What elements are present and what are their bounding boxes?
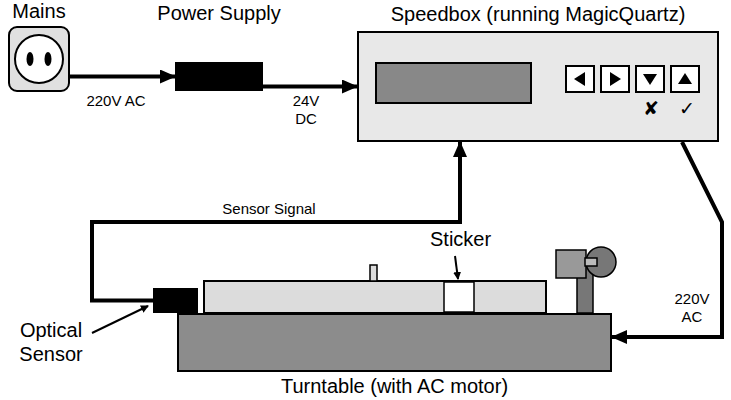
power-supply: Power Supply	[175, 62, 263, 91]
node-label: Mains	[12, 0, 65, 23]
part-label: Sticker	[430, 228, 491, 251]
button	[671, 66, 699, 92]
leader-line	[455, 256, 458, 279]
tonearm-pivot	[585, 258, 597, 266]
wire-label: Sensor Signal	[212, 200, 326, 218]
wire	[92, 142, 460, 301]
confirm-mark: ✓	[679, 97, 695, 119]
button-arrow	[643, 74, 657, 85]
button	[601, 66, 629, 92]
counterweight	[586, 247, 616, 277]
button-arrow	[678, 73, 692, 84]
mains-socket: Mains	[8, 26, 70, 92]
socket-face	[15, 35, 63, 83]
speedbox-panel	[359, 33, 717, 140]
button-arrow	[574, 72, 585, 86]
wire-label: 24V DC	[278, 92, 334, 128]
wire	[70, 75, 175, 79]
socket-pin	[27, 52, 34, 66]
tonearm-head	[556, 250, 586, 278]
socket-pin	[45, 52, 52, 66]
leader-line	[92, 306, 148, 333]
node-label: Turntable (with AC motor)	[281, 375, 508, 398]
button	[636, 66, 664, 92]
platter	[204, 281, 546, 313]
optical-sensor: Optical Sensor	[153, 288, 198, 313]
cancel-mark: ✘	[643, 97, 659, 119]
sticker-patch	[444, 282, 474, 312]
speedbox: Speedbox (running MagicQuartz)	[357, 31, 719, 142]
button	[566, 66, 594, 92]
wire-label: 220V AC	[84, 92, 148, 110]
socket-plate	[9, 27, 69, 91]
wire	[263, 85, 357, 89]
turntable-base: Turntable (with AC motor)	[177, 313, 612, 372]
spindle	[370, 265, 377, 281]
node-label: Speedbox (running MagicQuartz)	[391, 3, 686, 26]
socket-icon	[8, 26, 70, 92]
display	[376, 63, 531, 103]
button-arrow	[610, 72, 621, 86]
wire	[612, 142, 722, 337]
node-label: Optical Sensor	[3, 318, 99, 366]
node-label: Power Supply	[157, 2, 280, 25]
wire-label: 220V AC	[664, 290, 720, 326]
